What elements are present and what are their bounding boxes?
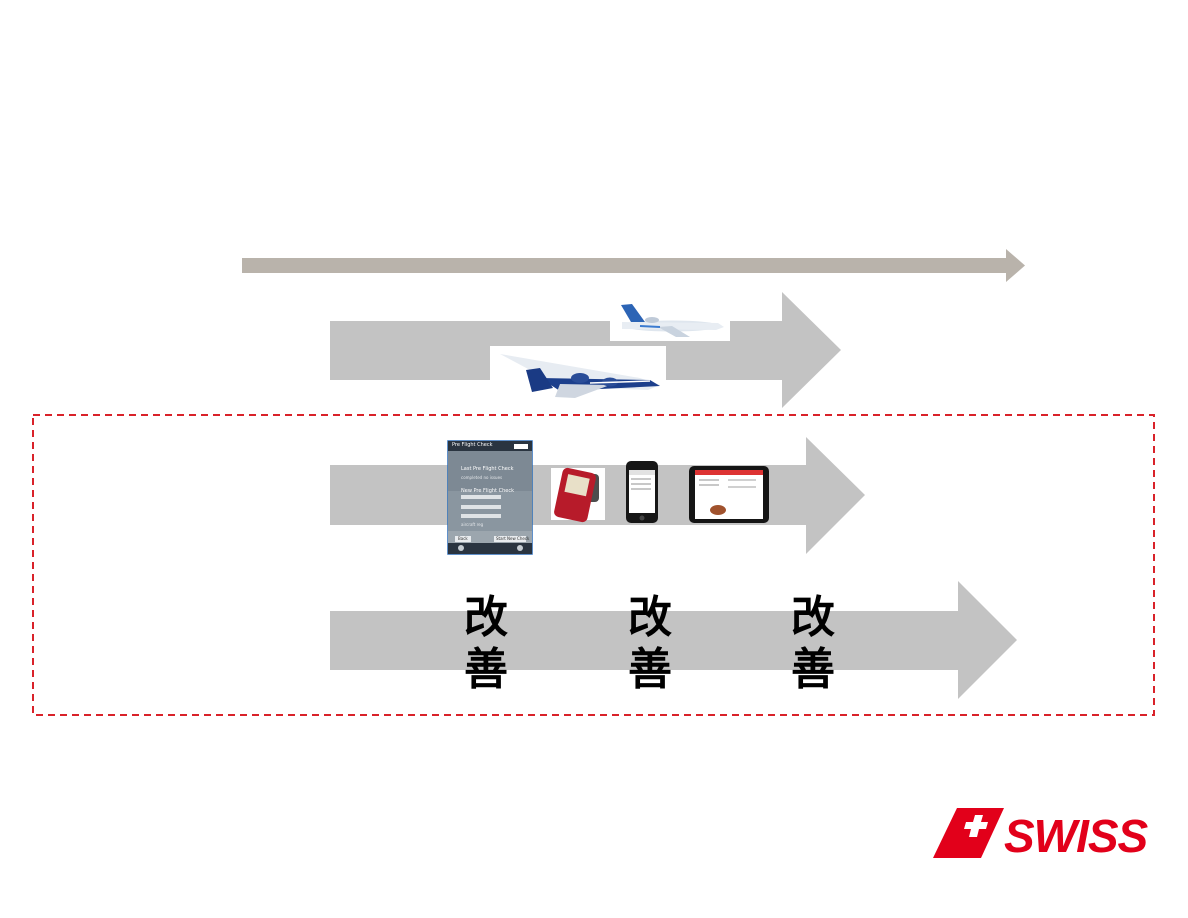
cseries-aircraft-image — [610, 298, 730, 341]
dashed-focus-region — [32, 414, 1155, 716]
smartphone-image — [626, 461, 658, 523]
swiss-logo-wordmark: SWISS — [1004, 810, 1148, 862]
tablet-item1-title: Last Pre Flight Check — [461, 466, 514, 472]
ipad-image — [689, 466, 769, 523]
swiss-cross-flag-icon — [933, 808, 1004, 858]
kaizen-mark-2: 改 善 — [615, 592, 685, 696]
boeing-777-aircraft-image — [490, 346, 666, 399]
kaizen-2-top: 改 — [628, 592, 672, 643]
kaizen-1-top: 改 — [464, 592, 508, 643]
tablet-item2-sub: aircraft reg — [461, 522, 484, 527]
kaizen-mark-1: 改 善 — [451, 592, 521, 696]
tablet-app-title: Pre Flight Check — [452, 442, 493, 448]
kaizen-arrow — [330, 581, 1017, 699]
timeline-arrow — [242, 249, 1025, 282]
kaizen-3-top: 改 — [791, 592, 835, 643]
kaizen-mark-3: 改 善 — [778, 592, 848, 696]
kaizen-1-bottom: 善 — [464, 644, 508, 695]
kaizen-2-bottom: 善 — [628, 644, 672, 695]
kaizen-3-bottom: 善 — [791, 644, 835, 695]
handheld-scanner-image — [551, 467, 605, 523]
preflight-tablet-screen — [447, 440, 533, 555]
tablet-item1-sub: completed no issues — [461, 475, 503, 480]
tablet-start-button: Start New Check — [496, 536, 530, 541]
tablet-item2-title: New Pre Flight Check — [461, 488, 514, 494]
tablet-back-button: Back — [458, 536, 468, 541]
